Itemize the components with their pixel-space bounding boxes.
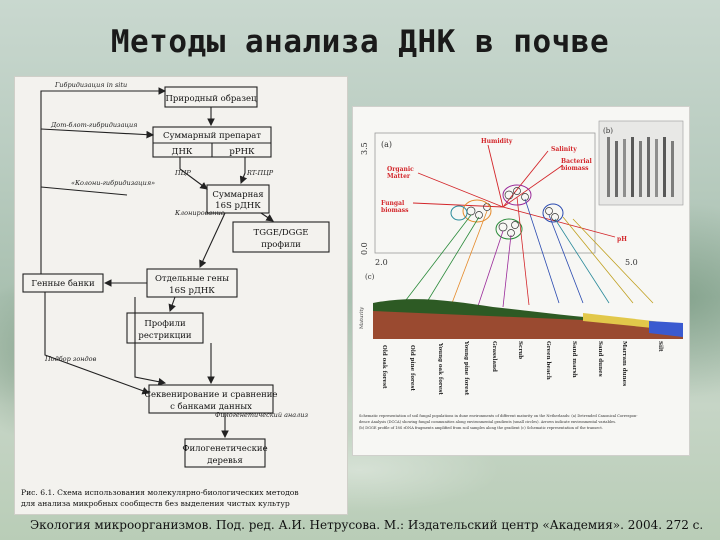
text-restriction-2: рестрикции: [138, 331, 191, 341]
text-separate-genes-1: Отдельные гены: [155, 274, 229, 284]
habitat-6: Green beach: [545, 341, 551, 380]
text-total-prep: Суммарный препарат: [163, 131, 261, 141]
label-dot-blot: Дот-блот-гибридизация: [50, 121, 137, 129]
vector-salinity: [502, 150, 549, 208]
right-caption-line3: (b) DGGE profile of 18S rDNA fragments a…: [359, 426, 603, 430]
text-sequencing-2: с банками данных: [170, 401, 252, 412]
left-caption-line1: Рис. 6.1. Схема использования молекулярн…: [21, 488, 299, 497]
label-organic-2: Matter: [387, 173, 411, 180]
left-caption-line2: для анализа микробных сообществ без выде…: [21, 499, 290, 508]
axis-y-bottom: 0.0: [360, 242, 369, 255]
label-cloning: Клонирование: [174, 209, 225, 217]
label-phylo-analysis: Филогенетический анализ: [215, 411, 308, 419]
text-total-16s-1: Суммарная: [212, 190, 263, 200]
axis-x-left: 2.0: [375, 258, 388, 267]
label-humidity: Humidity: [481, 138, 513, 145]
panel-a-frame: [374, 132, 596, 254]
label-salinity: Salinity: [551, 146, 577, 153]
vector-humidity: [487, 144, 504, 208]
transect-water: [649, 321, 683, 337]
habitat-10: Silt: [657, 341, 663, 352]
slide-title: Методы анализа ДНК в почве: [110, 24, 610, 60]
text-separate-genes-2: 16S рДНК: [169, 286, 215, 296]
text-rrna: рРНК: [229, 147, 255, 157]
vector-ph: [502, 206, 616, 238]
habitat-7: Sand marsh: [571, 341, 577, 378]
panel-b-label: (b): [603, 127, 613, 135]
text-gene-bank: Генные банки: [31, 278, 95, 289]
box-sequencing: [148, 384, 274, 414]
text-tgge-2: профили: [261, 240, 301, 250]
text-sequencing-1: Секвенирование и сравнение: [145, 390, 278, 400]
transect-soil: [373, 307, 683, 339]
text-phylo-trees-2: деревья: [207, 456, 243, 466]
box-restriction: [126, 312, 204, 344]
text-natural-sample: Природный образец: [166, 93, 258, 104]
text-restriction-1: Профили: [144, 319, 186, 329]
label-bacterial-1: Bacterial: [561, 158, 593, 165]
right-caption-line1: Schematic representation of soil fungal …: [359, 414, 638, 418]
axis-x-right: 5.0: [625, 258, 638, 267]
axis-y-top: 3.5: [360, 142, 369, 155]
vector-organic: [417, 172, 504, 208]
vector-bacterial: [502, 164, 564, 208]
box-tgge: [232, 221, 330, 253]
label-hybridization: Гибридизация in situ: [54, 81, 127, 89]
habitat-0: Old oak forest: [381, 345, 387, 389]
text-tgge-1: TGGE/DGGE: [254, 228, 309, 238]
label-organic-1: Organic: [387, 166, 414, 173]
habitat-3: Young pine forest: [463, 340, 469, 396]
text-phylo-trees-1: Филогенетические: [182, 444, 267, 454]
right-caption-line2: dence Analysis (DCCA) showing fungal com…: [359, 420, 616, 424]
habitat-9: Marram dunes: [621, 341, 627, 386]
text-total-16s-2: 16S рДНК: [215, 201, 261, 211]
label-bacterial-2: biomass: [561, 165, 589, 172]
ordination-diagram: 3.5 0.0 2.0 5.0 (a) Humidity Salinity Or…: [359, 120, 684, 430]
right-figure-ordination: 3.5 0.0 2.0 5.0 (a) Humidity Salinity Or…: [352, 106, 690, 456]
vector-fungal: [412, 202, 504, 208]
label-fungal-1: Fungal: [381, 200, 405, 207]
habitat-4: Grassland: [491, 341, 497, 372]
label-ph: pH: [617, 236, 627, 243]
panel-a-label: (a): [381, 140, 392, 149]
label-fungal-2: biomass: [381, 207, 409, 214]
label-maturity: Maturity: [359, 307, 365, 329]
box-total-16s: [206, 184, 270, 214]
label-pcr: ПЦР: [174, 169, 191, 177]
left-figure-scheme: Гибридизация in situ Дот-блот-гибридизац…: [14, 76, 348, 515]
box-gene-bank: [22, 273, 104, 293]
label-rt-pcr: RT-ПЦР: [246, 169, 274, 177]
habitat-2: Young oak forest: [437, 342, 443, 395]
label-probe-selection: Подбор зондов: [44, 355, 97, 363]
scheme-diagram: Гибридизация in situ Дот-блот-гибридизац…: [21, 81, 330, 508]
habitat-1: Old pine forest: [409, 345, 415, 392]
label-colony: «Колони-гибридизация»: [71, 179, 155, 187]
panel-c-label: (c): [365, 273, 375, 281]
citation-text: Экология микроорганизмов. Под. ред. А.И.…: [30, 518, 704, 532]
habitat-5: Scrub: [517, 341, 523, 359]
habitat-8: Sand dunes: [597, 341, 603, 377]
box-phylo-trees: [184, 438, 266, 468]
text-dna: ДНК: [172, 147, 193, 157]
